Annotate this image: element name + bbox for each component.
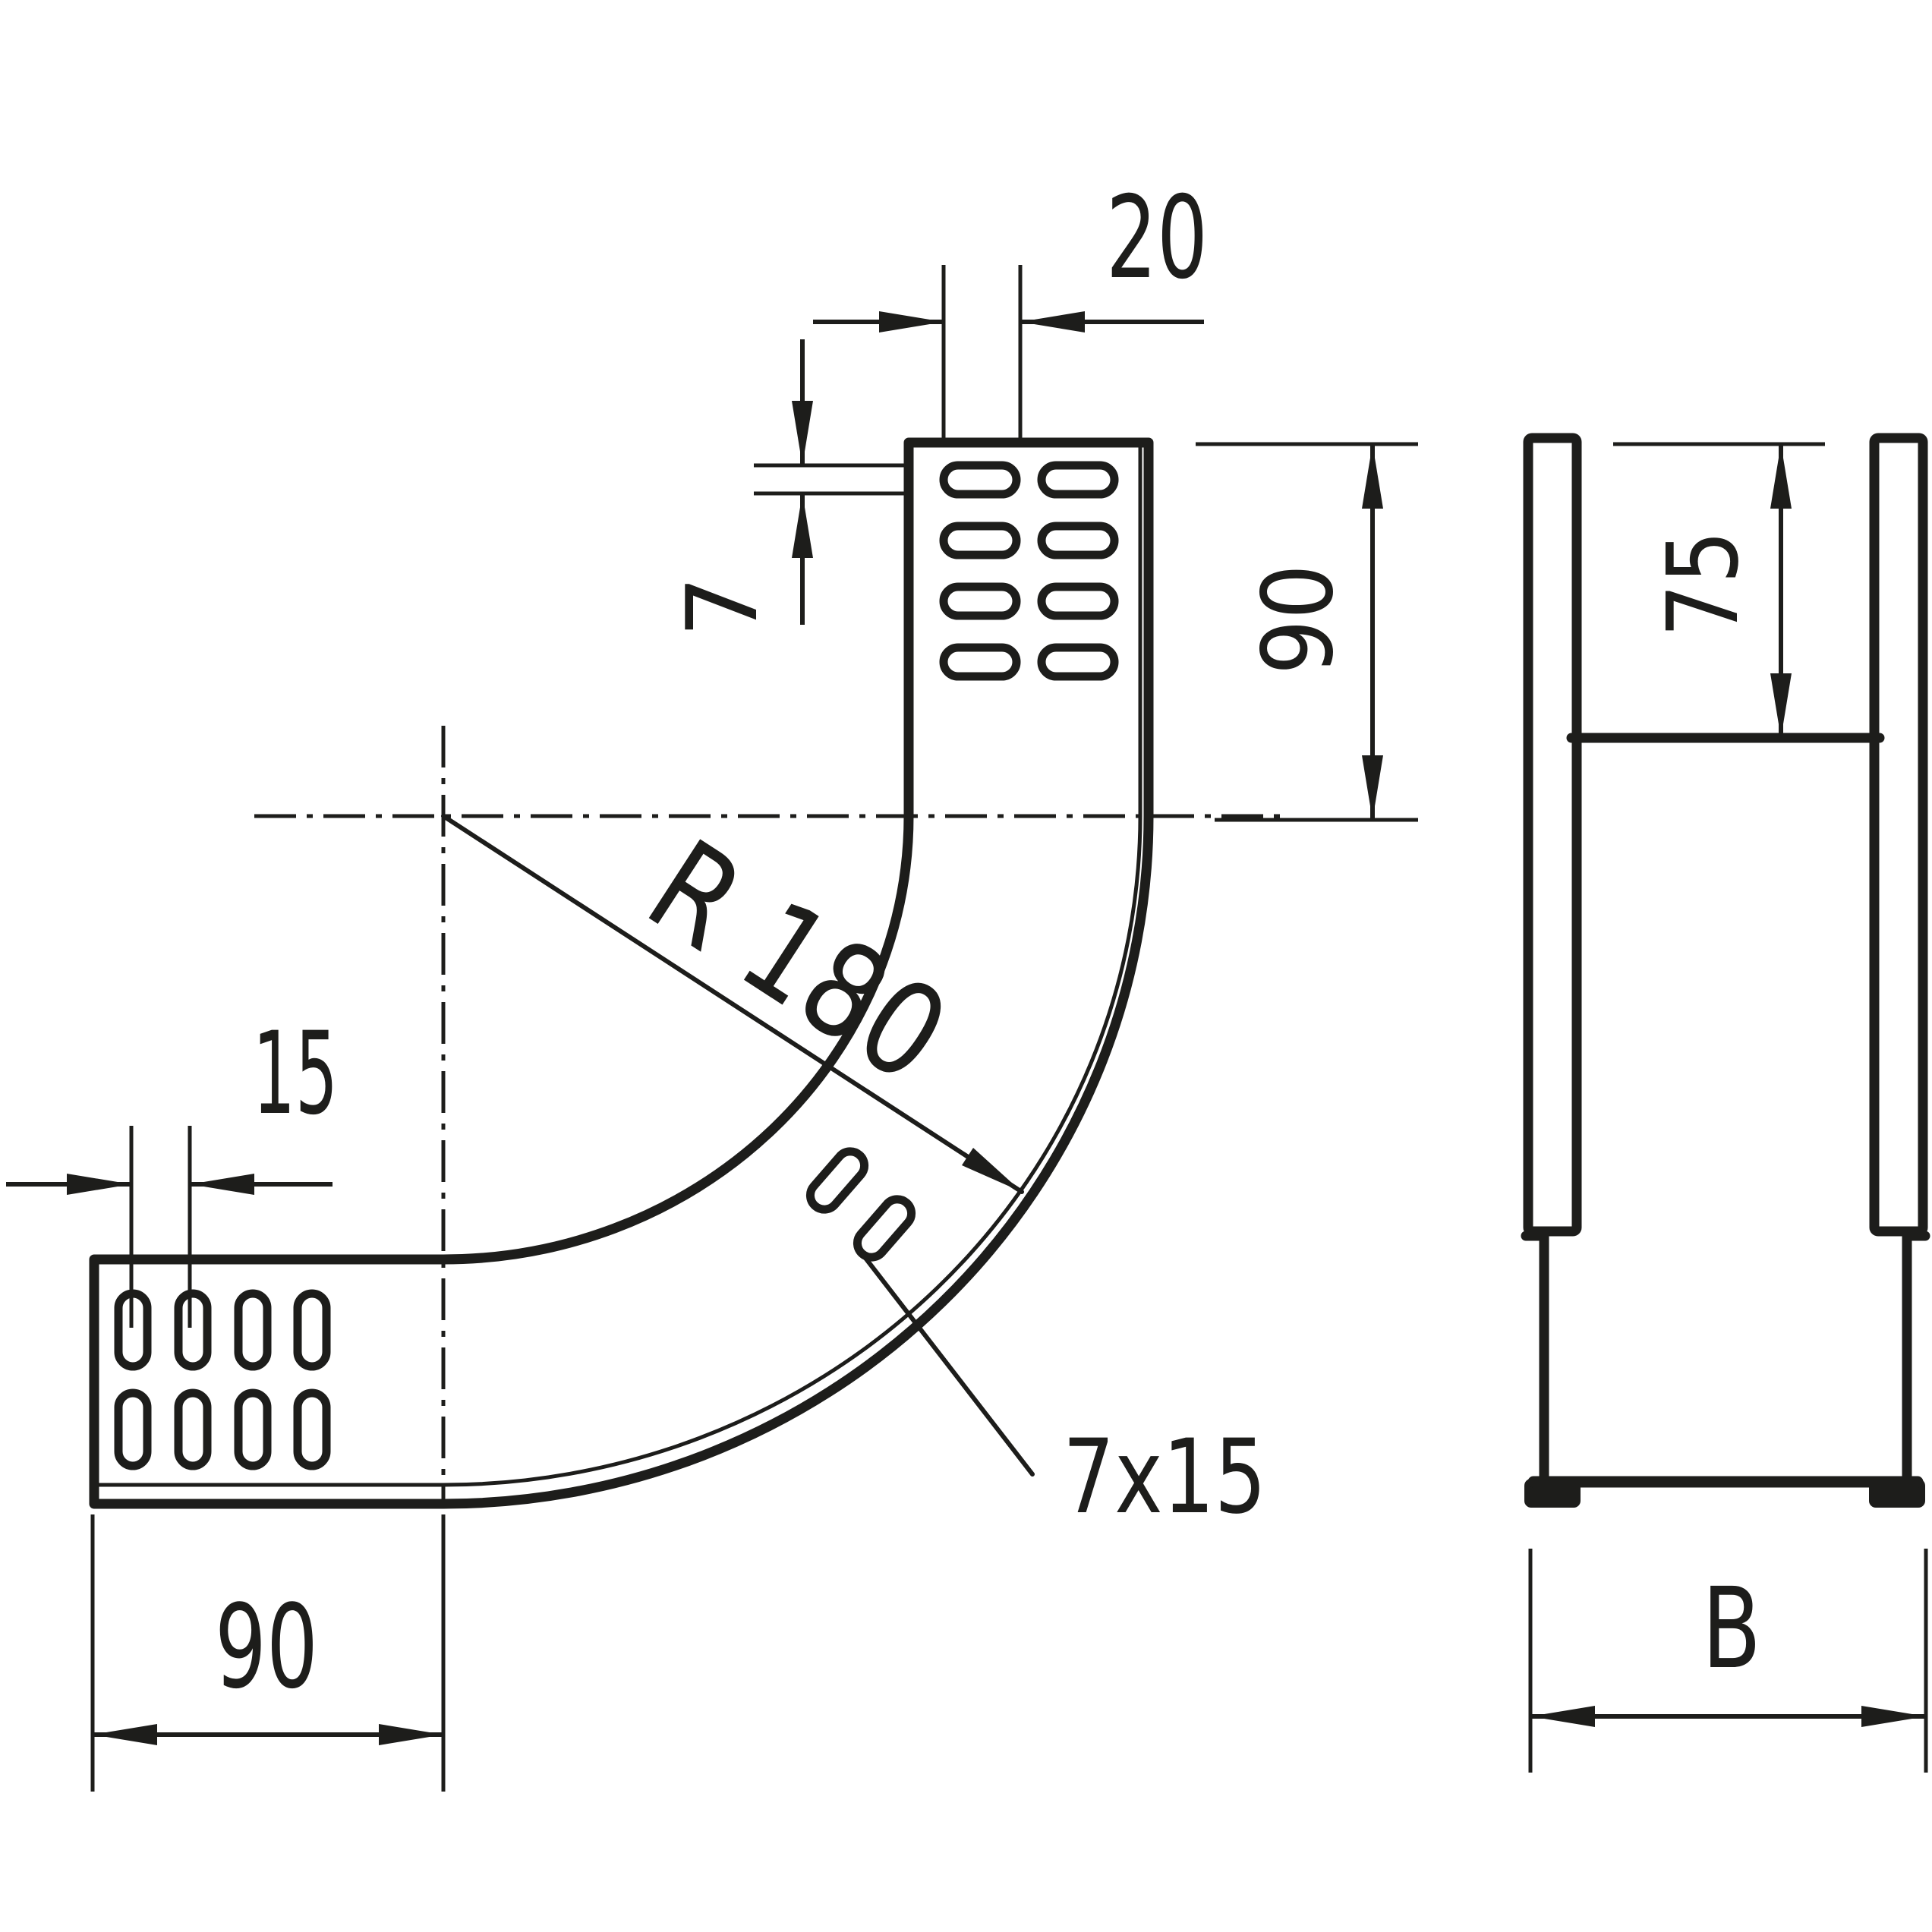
perforation-slot [939, 643, 1021, 681]
top-leg-perforation [939, 461, 1119, 681]
perforation-slot [1037, 461, 1119, 499]
perforation-slot [939, 461, 1021, 499]
side-rail-left [1523, 433, 1582, 1237]
arrowhead-icon [379, 1724, 443, 1745]
extension-line [1528, 1549, 1928, 1773]
extension-line [129, 1126, 192, 1328]
perforation-slot [174, 1289, 212, 1371]
arrowhead-icon [792, 401, 813, 465]
perforation-slot [114, 1388, 152, 1470]
arrowhead-icon [1770, 673, 1792, 738]
dim-label-15: 15 [253, 1008, 338, 1140]
dim-top-slot-pitch: 20 [813, 172, 1208, 438]
side-view: 75 B [1521, 433, 1930, 1773]
dim-label-90-bottom: 90 [215, 1580, 318, 1714]
arrowhead-icon [879, 311, 944, 333]
slot-size-leader-line [860, 1252, 1035, 1477]
side-rail-right [1869, 433, 1928, 1237]
slot-size-label: 7x15 [1063, 1417, 1266, 1536]
extension-line [1196, 442, 1418, 822]
arrowhead-icon [190, 1174, 254, 1195]
dim-slot-height: 7 [667, 339, 906, 638]
arrowhead-icon [1020, 311, 1085, 333]
dim-label-7: 7 [667, 575, 780, 637]
perforation-slot [1037, 643, 1119, 681]
arc-perforation [805, 1147, 916, 1262]
bend-inner-thickness-line [94, 445, 1142, 1487]
front-view: 20 7 90 15 [6, 172, 1418, 1792]
arrowhead-icon [1770, 444, 1792, 509]
perforation-slot [939, 522, 1021, 559]
perforation-slot [234, 1388, 272, 1470]
arrowhead-icon [792, 493, 813, 558]
arrowhead-icon [1861, 1706, 1926, 1727]
extension-line [754, 463, 906, 496]
arc-slot [805, 1147, 869, 1214]
dim-label-90-top: 90 [1242, 564, 1355, 675]
perforation-slot [234, 1289, 272, 1371]
dim-bottom-leg-length: 90 [90, 1514, 446, 1792]
perforation-slot [939, 582, 1021, 620]
arrowhead-icon [1362, 444, 1383, 509]
dim-label-75: 75 [1647, 531, 1760, 638]
perforation-slot [174, 1388, 212, 1470]
slot-size-callout: 7x15 [860, 1252, 1266, 1536]
arrowhead-icon [67, 1174, 131, 1195]
radius-leader-line [441, 814, 1024, 1194]
perforation-slot [1037, 582, 1119, 620]
arrowhead-icon [1530, 1706, 1595, 1727]
dim-bottom-slot-pitch: 15 [6, 1008, 338, 1328]
dim-top-leg-length: 90 [1196, 442, 1418, 822]
arrowhead-icon [1362, 755, 1383, 820]
arrowhead-icon [93, 1724, 157, 1745]
extension-line [941, 265, 1023, 438]
perforation-slot [293, 1289, 331, 1371]
dim-tray-width: B [1528, 1549, 1928, 1773]
body-side-edges [1521, 1231, 1930, 1483]
perforation-slot [1037, 522, 1119, 559]
perforation-slot [293, 1388, 331, 1470]
dim-label-20: 20 [1106, 172, 1208, 304]
arrowhead-icon [962, 1148, 1022, 1192]
dim-label-B: B [1702, 1564, 1761, 1694]
extension-line [90, 1514, 446, 1792]
dim-usable-height: 75 [1613, 442, 1825, 738]
